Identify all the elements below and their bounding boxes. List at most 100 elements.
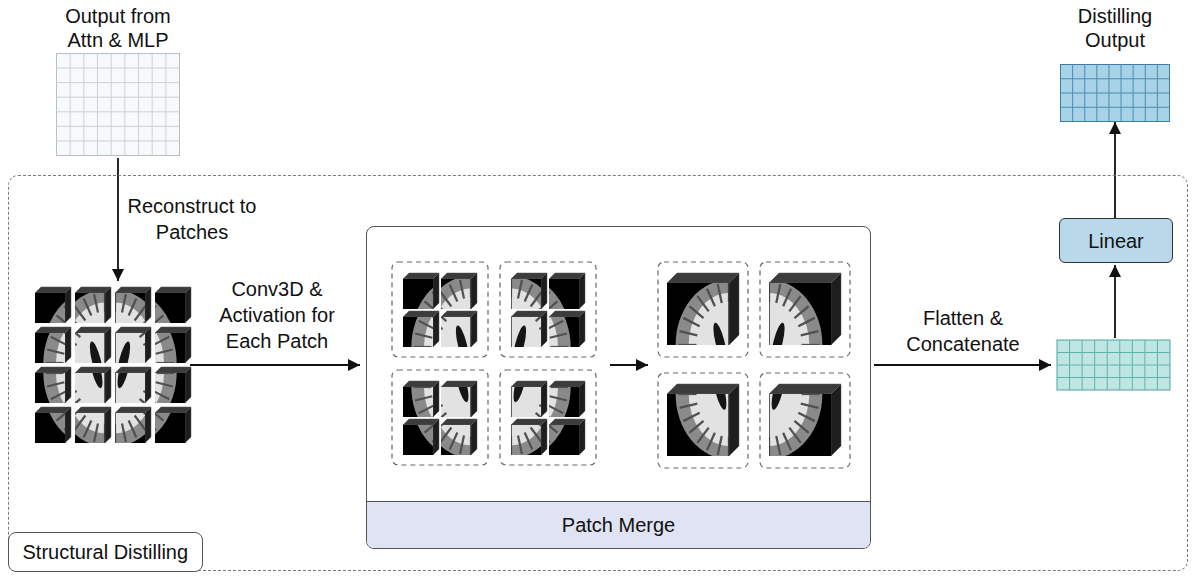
brain-slice (155, 373, 177, 403)
brain-sulcus (135, 306, 145, 321)
brain-cortex (511, 425, 541, 455)
cube-top (511, 273, 547, 279)
brain-sulcus (801, 404, 819, 408)
brain-sulcus (425, 317, 433, 321)
brain-sulcus (57, 413, 65, 421)
brain-ventricle (769, 394, 770, 411)
brain-sulcus (47, 350, 64, 354)
illustration-part (57, 126, 180, 127)
brain-slice (411, 317, 433, 347)
illustration-part (1121, 65, 1122, 122)
cube-top (769, 384, 841, 394)
brain-sulcus (75, 413, 80, 421)
brain-sulcus (697, 428, 708, 443)
brain-white-matter (56, 373, 65, 403)
brain-cortex (155, 333, 177, 363)
brain-sulcus (425, 413, 433, 417)
brain-white-matter (769, 394, 809, 446)
brain-sulcus (155, 391, 169, 399)
illustration-part (97, 54, 98, 156)
brain-sulcus (414, 387, 432, 388)
cube-top (35, 407, 71, 413)
cube-top (155, 367, 191, 373)
brain-ventricle (511, 387, 529, 403)
illustration-part (1057, 377, 1170, 378)
cube-top (549, 273, 585, 279)
feature-grid (1061, 65, 1170, 122)
brain-sulcus (525, 285, 533, 302)
cube-side (729, 273, 739, 345)
brain-slice (549, 425, 571, 455)
brain-sulcus (84, 420, 92, 437)
patch-cube (73, 300, 191, 426)
brain-sulcus (549, 317, 557, 321)
brain-cortex (511, 317, 541, 347)
brain-sulcus (549, 425, 557, 433)
brain-midline (769, 394, 770, 456)
brain-sulcus (518, 280, 522, 298)
brain-white-matter (155, 373, 164, 403)
patch-cube (419, 332, 522, 458)
patch-cube (667, 273, 782, 410)
flow-arrow (610, 364, 648, 366)
brain-midline (115, 413, 116, 443)
cube-top (441, 311, 477, 317)
brain-sulcus (802, 394, 820, 395)
brain-slice (155, 333, 177, 363)
brain-sulcus (689, 306, 703, 318)
brain-sulcus (683, 413, 699, 421)
grid-heading: Output from Attn & MLP (56, 4, 180, 52)
brain-midline (104, 293, 105, 323)
brain-white-matter (155, 303, 164, 323)
brain-sulcus (525, 432, 533, 449)
brain-sulcus (155, 413, 163, 421)
brain-sulcus (156, 382, 173, 386)
illustration-part (1057, 365, 1170, 366)
cube-top (115, 407, 151, 413)
illustration-part (57, 82, 180, 83)
brain-slice (769, 394, 822, 456)
brain-midline (511, 317, 512, 347)
brain-cortex (155, 413, 177, 443)
patch-cube (667, 329, 782, 459)
brain-sulcus (539, 321, 541, 329)
brain-white-matter (441, 317, 471, 347)
brain-sulcus (155, 399, 163, 403)
brain-white-matter (75, 373, 105, 403)
illustration-part (152, 54, 153, 156)
brain-sulcus (155, 306, 156, 321)
brain-cortex (441, 279, 471, 309)
merge-block: Patch Merge (366, 226, 871, 549)
brain-sulcus (551, 346, 569, 347)
brain-sulcus (155, 315, 163, 323)
brain-sulcus (441, 413, 446, 417)
flow-connector (1114, 122, 1116, 218)
brain-ventricle (471, 324, 472, 347)
cube-top (403, 381, 439, 387)
brain-sulcus (536, 413, 541, 417)
brain-slice (411, 387, 433, 417)
brain-sulcus (75, 337, 77, 345)
flow-arrow (117, 158, 119, 281)
step-label: Reconstruct to Patches (122, 193, 262, 245)
brain-sulcus (425, 301, 433, 309)
brain-slice (676, 394, 729, 456)
cube-top (441, 381, 477, 387)
illustration-part (165, 54, 166, 156)
brain-sulcus (707, 289, 715, 307)
brain-midline (470, 387, 471, 417)
illustration-part (1061, 65, 1170, 122)
brain-sulcus (140, 315, 145, 323)
patch-cube (467, 332, 585, 458)
brain-ventricle (729, 322, 730, 345)
brain-midline (511, 425, 512, 455)
patch-cube (63, 320, 166, 446)
brain-ventricle (711, 394, 729, 411)
brain-sulcus (64, 306, 65, 321)
brain-midline (769, 283, 770, 345)
brain-midline (728, 394, 729, 456)
brain-sulcus (801, 331, 819, 335)
cube-top (441, 273, 477, 279)
brain-sulcus (122, 294, 126, 312)
